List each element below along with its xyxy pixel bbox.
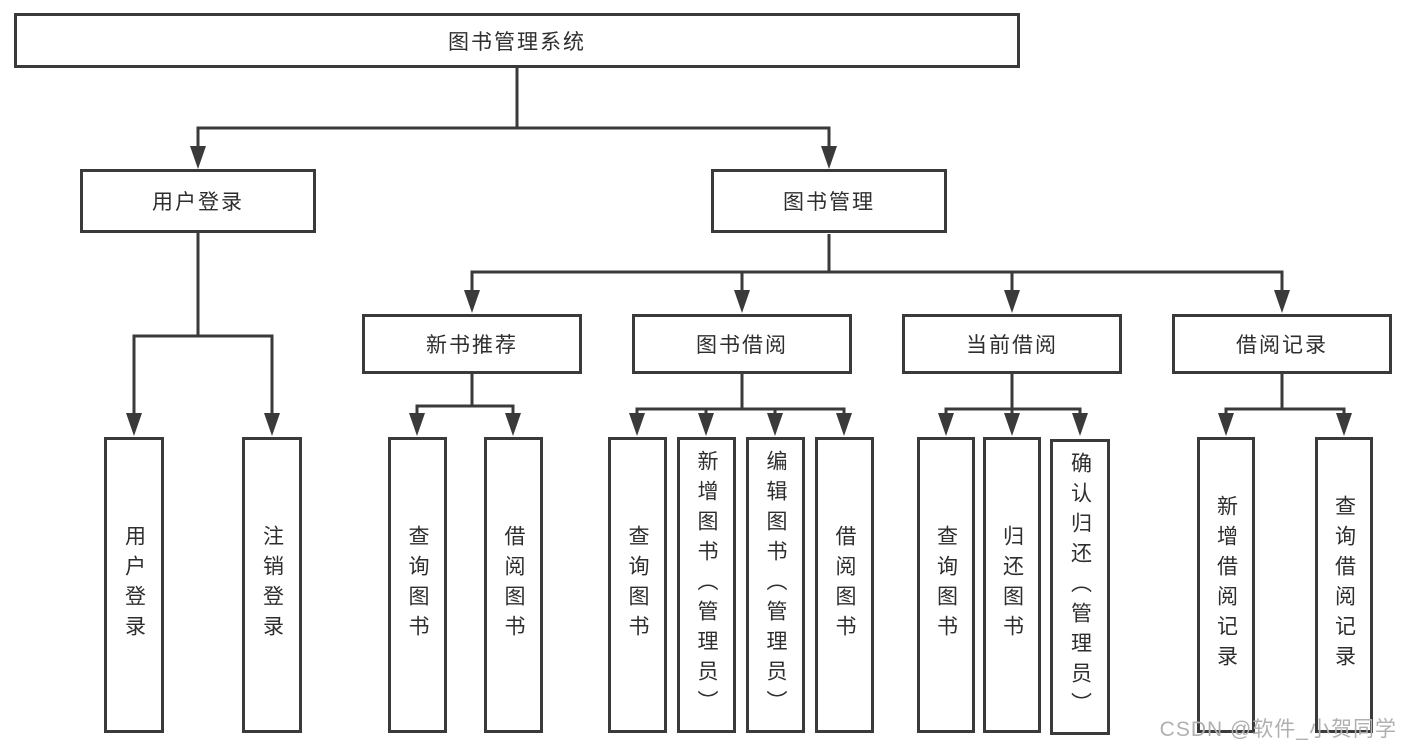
arrow-icon [734, 290, 750, 313]
leaf-logout: 注销登录 [242, 437, 302, 733]
leaf-borrow-book-borrow: 借阅图书 [815, 437, 874, 733]
leaf-confirm-return-admin: 确认归还（管理员） [1050, 439, 1110, 735]
arrow-icon [698, 413, 714, 436]
arrow-icon [1336, 413, 1352, 436]
arrow-icon [1004, 290, 1020, 313]
leaf-query-book-borrow: 查询图书 [608, 437, 667, 733]
leaf-user-login: 用户登录 [104, 437, 164, 733]
leaf-query-book-rec: 查询图书 [388, 437, 447, 733]
connector-user-login-children [132, 232, 274, 425]
arrow-icon [629, 413, 645, 436]
arrow-icon [1072, 413, 1088, 436]
arrow-icon [767, 413, 783, 436]
connector-borrow-record-children [1224, 374, 1346, 422]
arrow-icon [1004, 413, 1020, 436]
leaf-borrow-book-rec: 借阅图书 [484, 437, 543, 733]
leaf-return-book: 归还图书 [983, 437, 1041, 733]
connector-root-to-level2 [196, 68, 831, 150]
arrow-icon [938, 413, 954, 436]
leaf-add-borrow-record: 新增借阅记录 [1197, 437, 1255, 733]
arrow-icon [190, 146, 206, 169]
connector-new-book-rec-children [415, 374, 515, 422]
leaf-add-book-admin: 新增图书（管理员） [677, 437, 736, 733]
node-borrow-record: 借阅记录 [1172, 314, 1392, 374]
watermark: CSDN @软件_小贺同学 [1159, 718, 1397, 741]
node-current-borrow: 当前借阅 [902, 314, 1122, 374]
node-user-login: 用户登录 [80, 169, 316, 233]
arrowheads [126, 146, 1352, 436]
arrow-icon [821, 146, 837, 169]
node-book-borrow: 图书借阅 [632, 314, 852, 374]
arrow-icon [836, 413, 852, 436]
connector-book-borrow-children [635, 374, 846, 422]
connector-book-mgmt-children [470, 234, 1284, 300]
leaf-query-borrow-record: 查询借阅记录 [1315, 437, 1373, 733]
arrow-icon [126, 413, 142, 436]
arrow-icon [1274, 290, 1290, 313]
arrow-icon [464, 290, 480, 313]
leaf-edit-book-admin: 编辑图书（管理员） [746, 437, 805, 733]
arrow-icon [264, 413, 280, 436]
leaf-query-book-current: 查询图书 [917, 437, 975, 733]
node-new-book-rec: 新书推荐 [362, 314, 582, 374]
arrow-icon [505, 413, 521, 436]
arrow-icon [409, 413, 425, 436]
arrow-icon [1218, 413, 1234, 436]
node-book-mgmt: 图书管理 [711, 169, 947, 233]
node-root: 图书管理系统 [14, 13, 1020, 68]
